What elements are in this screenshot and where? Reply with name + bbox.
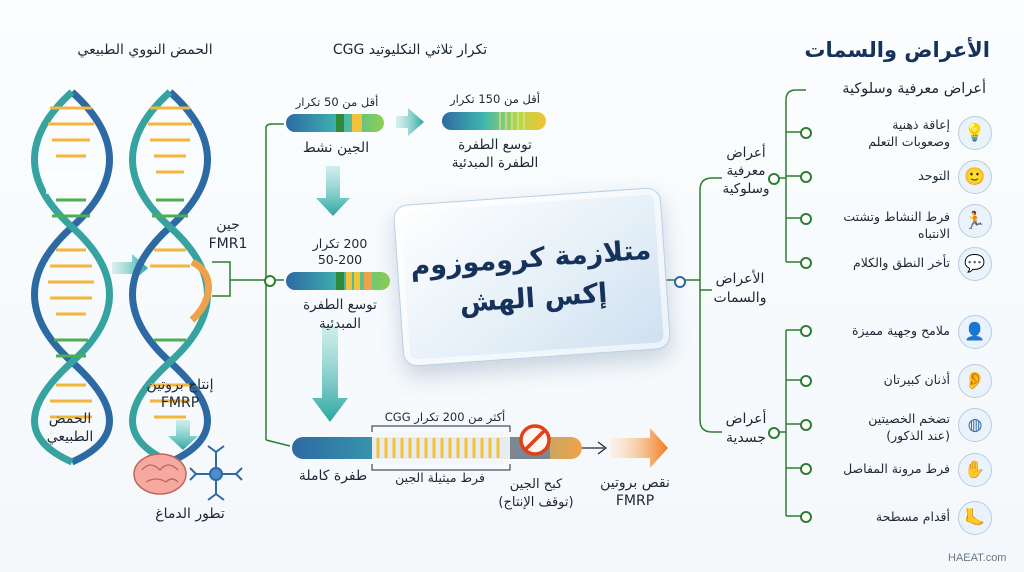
dna-helix-fmr1 bbox=[129, 89, 212, 466]
label-gene-silencing: كبح الجين (توقف الإنتاج) bbox=[498, 477, 574, 510]
label-symptoms-hub: الأعراض والسمات bbox=[713, 271, 767, 306]
header-symptoms: الأعراض والسمات bbox=[804, 38, 990, 62]
header-cgg-repeat: تكرار ثلاثي النكليوتيد CGG bbox=[332, 42, 488, 58]
label-fmr1-gene: جين FMR1 bbox=[208, 217, 248, 252]
face-profile-icon: 👤 bbox=[958, 315, 992, 349]
label-cognitive-header: أعراض معرفية وسلوكية bbox=[842, 81, 986, 97]
connector-dot-phys-4 bbox=[800, 463, 812, 475]
label-full-mutation: طفرة كاملة bbox=[298, 468, 368, 484]
arrow-fmrp-to-brain bbox=[168, 420, 198, 450]
phys-item-label-3: تضخم الخصيتين (عند الذكور) bbox=[868, 411, 950, 443]
arrow-normal-to-premutation bbox=[396, 108, 424, 136]
hand-icon: ✋ bbox=[958, 453, 992, 487]
label-hypermethylation: فرط ميثيلة الجين bbox=[395, 470, 485, 485]
connector-dot-phys-1 bbox=[800, 325, 812, 337]
gene-bar-premutation bbox=[286, 272, 390, 290]
label-fmrp-production: إنتاج بروتين FMRP bbox=[146, 377, 214, 411]
label-200-repeats: 200 تكرار 50-200 bbox=[312, 236, 368, 267]
phys-item-label-1: ملامح وجهية مميزة bbox=[851, 323, 950, 338]
cog-item-label-1: إعاقة ذهنية وصعوبات التعلم bbox=[868, 117, 950, 149]
connector-dot-cog bbox=[768, 173, 780, 185]
label-lt50: أقل من 50 تكرار bbox=[295, 95, 379, 109]
connector-dot-fmr1 bbox=[264, 275, 276, 287]
foot-icon: 🦶 bbox=[958, 501, 992, 535]
arrow-fmrp-deficiency bbox=[610, 428, 668, 468]
connector-dot-cog-2 bbox=[800, 171, 812, 183]
watermark: HAEAT.com bbox=[948, 552, 1007, 564]
cog-item-label-3: فرط النشاط وتشتت الانتباه bbox=[843, 209, 950, 241]
label-brain-development: تطور الدماغ bbox=[155, 506, 225, 522]
gene-bar-premutation-top bbox=[442, 112, 546, 130]
hyperactive-icon: 🏃 bbox=[958, 204, 992, 238]
label-premutation-top: توسع الطفرة الطفرة المبدئية bbox=[451, 137, 539, 171]
connector-dot-cog-1 bbox=[800, 127, 812, 139]
cog-item-label-4: تأخر النطق والكلام bbox=[852, 255, 950, 270]
phys-item-label-2: أذنان كبيرتان bbox=[883, 372, 950, 387]
connector-dot-cog-3 bbox=[800, 213, 812, 225]
label-normal-dna: الحمض الطبيعي bbox=[46, 411, 94, 445]
anatomy-icon: ◍ bbox=[958, 408, 992, 442]
title-line-2: إكس الهش bbox=[458, 277, 609, 320]
phys-item-label-5: أقدام مسطحة bbox=[875, 509, 950, 524]
ear-icon: 👂 bbox=[958, 364, 992, 398]
label-active-gene: الجين نشط bbox=[302, 140, 370, 156]
gene-bar-normal bbox=[286, 114, 384, 132]
neuron-icon bbox=[189, 445, 243, 501]
child-face-icon: 🙂 bbox=[958, 160, 992, 194]
label-cognitive-group: أعراض معرفية وسلوكية bbox=[722, 145, 770, 197]
arrow-down-to-premutation bbox=[316, 166, 350, 216]
label-gt200: أكثر من 200 تكرار CGG bbox=[384, 410, 506, 424]
brain-icon bbox=[133, 453, 187, 495]
stop-icon bbox=[519, 424, 551, 456]
dna-helix-normal bbox=[31, 89, 113, 466]
speech-bubble-icon: 💬 bbox=[958, 247, 992, 281]
label-physical-group: أعراض جسدية bbox=[725, 411, 767, 446]
connector-dot-phys-3 bbox=[800, 419, 812, 431]
title-card: متلازمة كروموزوم إكس الهش bbox=[392, 186, 672, 368]
person-idea-icon: 💡 bbox=[958, 116, 992, 150]
phys-item-label-4: فرط مرونة المفاصل bbox=[843, 461, 950, 476]
arrow-down-to-full-mutation bbox=[312, 326, 348, 422]
label-premutation: توسع الطفرة المبدئية bbox=[303, 297, 377, 332]
connector-dot-phys-5 bbox=[800, 511, 812, 523]
connector-dot-phys-2 bbox=[800, 375, 812, 387]
header-normal-dna: الحمض النووي الطبيعي bbox=[77, 42, 213, 58]
label-fmrp-deficiency: نقص بروتين FMRP bbox=[600, 475, 670, 509]
cog-item-label-2: التوحد bbox=[918, 168, 950, 183]
label-lt150: أقل من 150 تكرار bbox=[450, 92, 540, 106]
connector-dot-phys bbox=[768, 427, 780, 439]
connector-dot-cog-4 bbox=[800, 257, 812, 269]
connector-dot-title bbox=[674, 276, 686, 288]
